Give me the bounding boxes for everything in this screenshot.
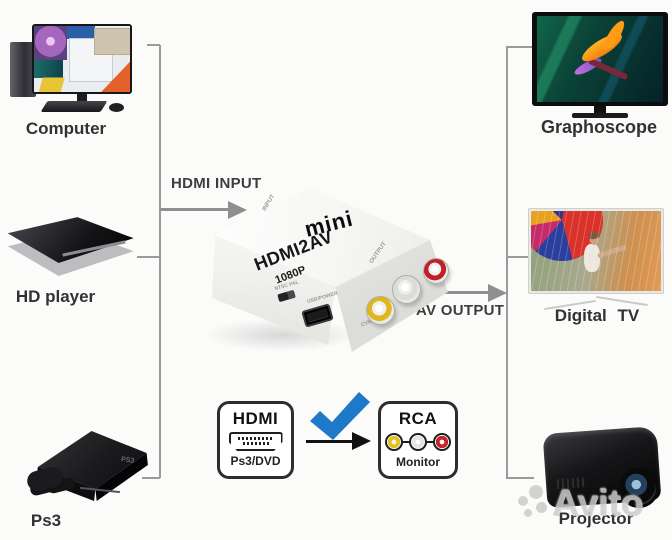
ps3-illustration: PS3 xyxy=(25,413,153,513)
avito-watermark: Avito xyxy=(516,480,672,532)
rca-jack-red xyxy=(423,258,449,284)
rca-badge-title: RCA xyxy=(398,409,438,428)
projector-connector-line xyxy=(506,477,534,479)
av-output-arrow xyxy=(438,291,490,294)
hdmi-badge-title: HDMI xyxy=(232,409,279,428)
left-bus-line xyxy=(159,45,161,478)
digital-tv-connector-line xyxy=(506,256,528,258)
av-output-arrowhead-icon xyxy=(488,284,507,302)
pc-mouse xyxy=(109,103,124,112)
ps3-label: Ps3 xyxy=(30,511,62,530)
hd-player-label: HD player xyxy=(15,287,96,306)
digital-tv-screen xyxy=(531,211,661,291)
rca-badge: RCA Monitor xyxy=(378,401,458,479)
digital-tv-illustration xyxy=(528,208,666,318)
conversion-arrow xyxy=(306,440,353,443)
pc-keyboard xyxy=(40,101,108,112)
pc-monitor xyxy=(32,24,132,94)
rca-jack-white xyxy=(392,275,421,304)
ps3-controller xyxy=(25,464,65,494)
rca-plug-red-icon xyxy=(433,433,451,451)
computer-illustration xyxy=(8,18,158,123)
hdmi-connector-icon xyxy=(228,432,283,451)
graphoscope-stand xyxy=(594,106,606,114)
hd-player-connector-line xyxy=(137,256,160,258)
conversion-arrowhead-icon xyxy=(352,432,371,450)
digital-tv-frame xyxy=(528,208,664,294)
digital-tv-label: Digital TV xyxy=(554,306,640,325)
avito-logo-icon xyxy=(529,485,543,499)
rca-plug-white-icon xyxy=(409,433,427,451)
rca-plug-yellow-icon xyxy=(385,433,403,451)
graphoscope-connector-line xyxy=(506,46,534,48)
graphoscope-label: Graphoscope xyxy=(540,117,658,137)
avito-logo-icon xyxy=(518,496,528,506)
ps3-connector-line xyxy=(142,477,160,479)
graphoscope-illustration xyxy=(532,12,668,124)
hdmi-badge-subtitle: Ps3/DVD xyxy=(230,454,281,468)
hdmi-input-arrow xyxy=(160,208,230,211)
av-output-label: AV OUTPUT xyxy=(416,302,505,319)
graphoscope-screen xyxy=(537,16,663,102)
hdmi-input-arrowhead-icon xyxy=(228,201,247,219)
computer-label: Computer xyxy=(25,119,107,138)
hdmi-input-label: HDMI INPUT xyxy=(171,175,262,192)
rca-jack-yellow xyxy=(366,296,395,325)
ps3-logo: PS3 xyxy=(120,456,135,465)
rca-connectors-icon xyxy=(385,432,451,452)
projector-lens xyxy=(619,468,659,508)
pc-monitor-stand xyxy=(77,94,87,106)
check-icon xyxy=(310,392,370,440)
hd-player-illustration xyxy=(5,214,139,276)
pc-screen xyxy=(34,26,130,92)
graphoscope-frame xyxy=(532,12,668,106)
avito-logo-icon xyxy=(536,502,547,513)
avito-logo-icon xyxy=(524,509,532,517)
graphoscope-base xyxy=(572,113,628,118)
right-bus-line xyxy=(506,47,508,478)
pc-tower xyxy=(10,42,36,97)
digital-tv-stand xyxy=(596,295,648,307)
hdmi2av-converter-illustration: mini HDMI2AV 1080P INPUT OUTPUT NTSC PAL… xyxy=(200,180,462,362)
hdmi-badge: HDMI Ps3/DVD xyxy=(217,401,294,479)
avito-watermark-text: Avito xyxy=(552,482,644,523)
projector-label: Projector xyxy=(558,509,634,528)
computer-connector-line xyxy=(147,44,160,46)
projector-illustration xyxy=(542,420,663,512)
rca-badge-subtitle: Monitor xyxy=(396,455,440,469)
